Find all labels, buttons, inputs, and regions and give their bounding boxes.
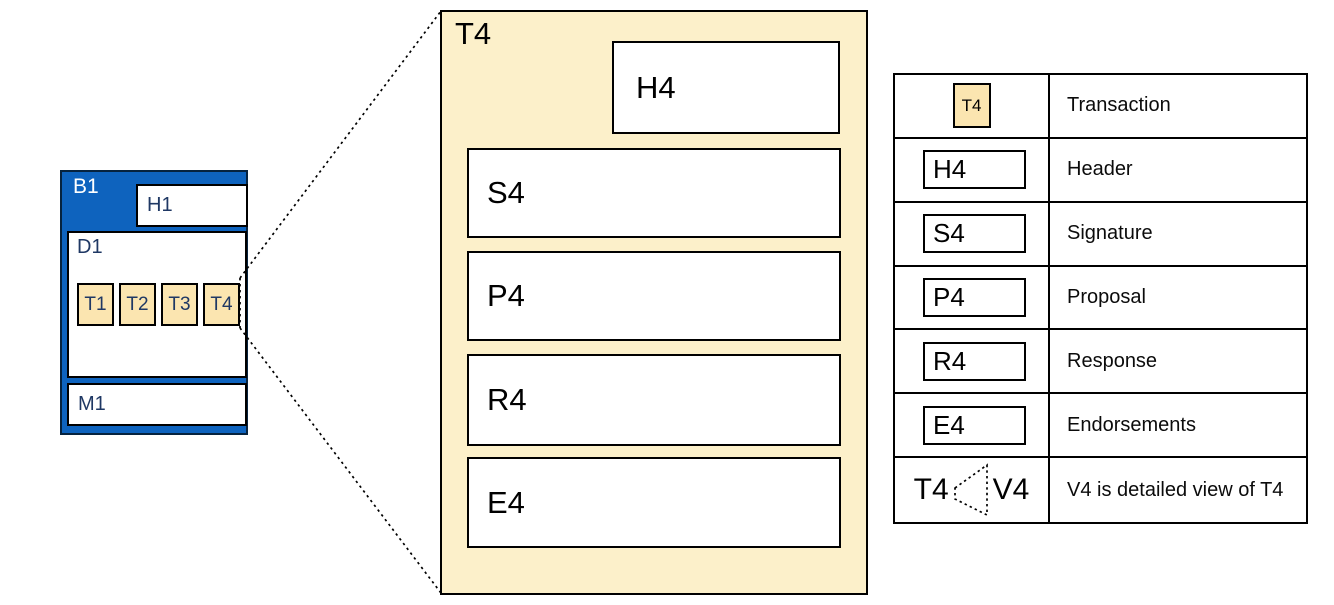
legend-table: T4 Transaction H4 Header S4 Signature P4… bbox=[893, 73, 1308, 524]
block-metadata-label: M1 bbox=[78, 393, 106, 415]
detail-view-triangle-icon bbox=[953, 463, 988, 517]
header-box-icon: H4 bbox=[923, 150, 1026, 190]
detail-proposal-p4: P4 bbox=[467, 251, 841, 341]
transaction-detail-view-v4: T4 H4 S4 P4 R4 E4 bbox=[440, 10, 868, 595]
block-header-label: H1 bbox=[147, 194, 173, 216]
legend-symbol-proposal: P4 bbox=[895, 266, 1050, 331]
response-box-icon: R4 bbox=[923, 341, 1026, 381]
detail-endorsements-e4: E4 bbox=[467, 457, 841, 548]
block-metadata-m1: M1 bbox=[67, 383, 247, 426]
legend-symbol-header: H4 bbox=[895, 138, 1050, 203]
legend-desc-proposal: Proposal bbox=[1050, 267, 1306, 331]
legend-desc-endorsements: Endorsements bbox=[1050, 394, 1306, 459]
legend-desc-response: Response bbox=[1050, 330, 1306, 395]
legend-symbol-transaction: T4 bbox=[895, 75, 1050, 139]
legend-symbol-response: R4 bbox=[895, 330, 1050, 395]
block-header-h1: H1 bbox=[136, 184, 248, 227]
legend-desc-detail-view: V4 is detailed view of T4 bbox=[1067, 478, 1284, 501]
transaction-t2: T2 bbox=[119, 283, 156, 326]
legend-symbol-endorsements: E4 bbox=[895, 394, 1050, 459]
detail-view-label: T4 bbox=[455, 16, 492, 51]
transaction-t3: T3 bbox=[161, 283, 198, 326]
legend-view-t4-label: T4 bbox=[913, 473, 949, 507]
detail-signature-s4: S4 bbox=[467, 148, 841, 238]
endorsements-box-icon: E4 bbox=[923, 405, 1026, 445]
detail-header-h4: H4 bbox=[612, 41, 840, 134]
legend-symbol-detail-view: T4 V4 bbox=[895, 458, 1050, 522]
legend-view-v4-label: V4 bbox=[992, 473, 1030, 507]
transaction-t1: T1 bbox=[77, 283, 114, 326]
signature-box-icon: S4 bbox=[923, 214, 1026, 254]
proposal-box-icon: P4 bbox=[923, 277, 1026, 317]
transaction-t4: T4 bbox=[203, 283, 240, 326]
block-data-label: D1 bbox=[77, 236, 103, 258]
detail-response-r4: R4 bbox=[467, 354, 841, 446]
legend-symbol-signature: S4 bbox=[895, 202, 1050, 267]
transaction-swatch-icon: T4 bbox=[952, 83, 991, 129]
legend-desc-transaction: Transaction bbox=[1050, 75, 1306, 139]
block-b1: B1 H1 D1 T1 T2 T3 T4 M1 bbox=[60, 170, 248, 435]
block-b1-label: B1 bbox=[73, 175, 99, 198]
legend-desc-signature: Signature bbox=[1050, 203, 1306, 267]
legend-desc-header: Header bbox=[1050, 139, 1306, 203]
